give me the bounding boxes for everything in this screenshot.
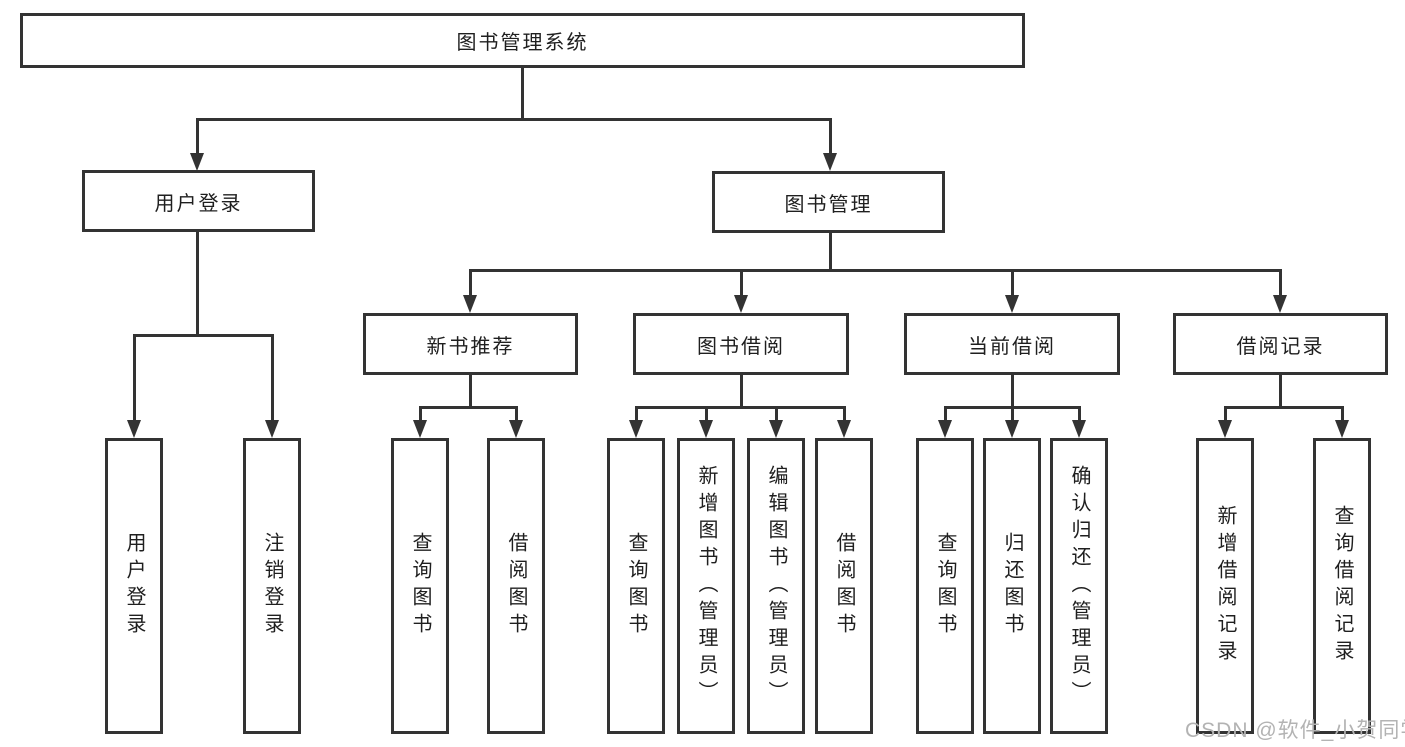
arrow-down-icon bbox=[734, 295, 748, 313]
node-label: 图书借阅 bbox=[697, 335, 785, 358]
node-current-borrowing: 当前借阅 bbox=[904, 313, 1120, 375]
node-label: 新增图书（管理员） bbox=[695, 464, 717, 708]
connector-user-login-trunk bbox=[196, 230, 199, 336]
connector-to-book-borrow bbox=[740, 269, 743, 297]
connector-borrowing-records-trunk bbox=[1279, 373, 1282, 409]
leaf-confirm-return-admin: 确认归还（管理员） bbox=[1050, 438, 1108, 734]
connector-user-login-split bbox=[133, 334, 274, 337]
arrow-down-icon bbox=[265, 420, 279, 438]
arrow-down-icon bbox=[127, 420, 141, 438]
leaf-query-borrow-record: 查询借阅记录 bbox=[1313, 438, 1371, 734]
arrow-down-icon bbox=[413, 420, 427, 438]
node-label: 借阅图书 bbox=[833, 532, 855, 640]
node-label: 归还图书 bbox=[1001, 532, 1023, 640]
arrow-down-icon bbox=[1218, 420, 1232, 438]
connector-to-leaf bbox=[271, 334, 274, 422]
connector-book-borrowing-trunk bbox=[740, 373, 743, 409]
arrow-down-icon bbox=[938, 420, 952, 438]
leaf-newbook-borrow-book: 借阅图书 bbox=[487, 438, 545, 734]
connector-to-leaf bbox=[515, 406, 518, 422]
arrow-down-icon bbox=[190, 153, 204, 171]
node-library-management-system: 图书管理系统 bbox=[20, 13, 1025, 68]
node-label: 查询图书 bbox=[625, 532, 647, 640]
connector-to-new-book bbox=[469, 269, 472, 297]
connector-book-borrowing-split bbox=[635, 406, 846, 409]
node-label: 新书推荐 bbox=[426, 335, 515, 358]
leaf-edit-book-admin: 编辑图书（管理员） bbox=[747, 438, 805, 734]
connector-to-leaf bbox=[1224, 406, 1227, 422]
node-label: 借阅图书 bbox=[505, 532, 527, 640]
node-label: 确认归还（管理员） bbox=[1068, 464, 1090, 708]
node-book-management: 图书管理 bbox=[712, 171, 945, 233]
node-label: 编辑图书（管理员） bbox=[765, 464, 787, 708]
connector-to-leaf bbox=[133, 334, 136, 422]
connector-to-leaf bbox=[944, 406, 947, 422]
connector-to-leaf bbox=[843, 406, 846, 422]
connector-current-borrowing-trunk bbox=[1011, 373, 1014, 409]
node-label: 用户登录 bbox=[154, 192, 243, 215]
connector-level3-split bbox=[469, 269, 1282, 272]
connector-root-trunk bbox=[521, 66, 524, 119]
node-label: 借阅记录 bbox=[1236, 335, 1325, 358]
node-borrowing-records: 借阅记录 bbox=[1173, 313, 1388, 375]
connector-book-management-trunk bbox=[829, 231, 832, 271]
connector-to-leaf bbox=[1341, 406, 1344, 422]
connector-to-leaf bbox=[705, 406, 708, 422]
connector-to-current-borrow bbox=[1011, 269, 1014, 297]
connector-to-book-management bbox=[829, 118, 832, 155]
connector-new-book-split bbox=[419, 406, 518, 409]
node-user-login: 用户登录 bbox=[82, 170, 315, 232]
arrow-down-icon bbox=[509, 420, 523, 438]
connector-new-book-trunk bbox=[469, 373, 472, 409]
node-label: 图书管理 bbox=[784, 193, 873, 216]
arrow-down-icon bbox=[823, 153, 837, 171]
watermark-csdn: CSDN @软件_小贺同学 bbox=[1185, 719, 1405, 742]
node-book-borrowing: 图书借阅 bbox=[633, 313, 849, 375]
arrow-down-icon bbox=[1005, 420, 1019, 438]
node-label: 查询借阅记录 bbox=[1331, 505, 1353, 667]
node-label: 图书管理系统 bbox=[456, 32, 589, 54]
arrow-down-icon bbox=[1072, 420, 1086, 438]
connector-to-user-login bbox=[196, 118, 199, 155]
leaf-return-book: 归还图书 bbox=[983, 438, 1041, 734]
arrow-down-icon bbox=[1005, 295, 1019, 313]
arrow-down-icon bbox=[1273, 295, 1287, 313]
arrow-down-icon bbox=[1335, 420, 1349, 438]
node-label: 查询图书 bbox=[409, 532, 431, 640]
connector-borrowing-records-split bbox=[1224, 406, 1344, 409]
arrow-down-icon bbox=[769, 420, 783, 438]
connector-to-leaf bbox=[775, 406, 778, 422]
leaf-current-query-book: 查询图书 bbox=[916, 438, 974, 734]
arrow-down-icon bbox=[463, 295, 477, 313]
arrow-down-icon bbox=[629, 420, 643, 438]
arrow-down-icon bbox=[837, 420, 851, 438]
connector-level2-split bbox=[196, 118, 832, 121]
node-new-book-recommendation: 新书推荐 bbox=[363, 313, 578, 375]
node-label: 用户登录 bbox=[123, 532, 145, 640]
connector-to-leaf bbox=[635, 406, 638, 422]
node-label: 当前借阅 bbox=[968, 335, 1056, 358]
leaf-user-login: 用户登录 bbox=[105, 438, 163, 734]
node-label: 注销登录 bbox=[261, 532, 283, 640]
leaf-borrow-book: 借阅图书 bbox=[815, 438, 873, 734]
arrow-down-icon bbox=[699, 420, 713, 438]
leaf-newbook-query-book: 查询图书 bbox=[391, 438, 449, 734]
node-label: 新增借阅记录 bbox=[1214, 505, 1236, 667]
leaf-logout: 注销登录 bbox=[243, 438, 301, 734]
leaf-borrowing-query-book: 查询图书 bbox=[607, 438, 665, 734]
connector-to-leaf bbox=[1011, 406, 1014, 422]
leaf-add-borrow-record: 新增借阅记录 bbox=[1196, 438, 1254, 734]
connector-to-leaf bbox=[419, 406, 422, 422]
leaf-add-book-admin: 新增图书（管理员） bbox=[677, 438, 735, 734]
node-label: 查询图书 bbox=[934, 532, 956, 640]
connector-to-leaf bbox=[1078, 406, 1081, 422]
connector-to-borrow-record bbox=[1279, 269, 1282, 297]
